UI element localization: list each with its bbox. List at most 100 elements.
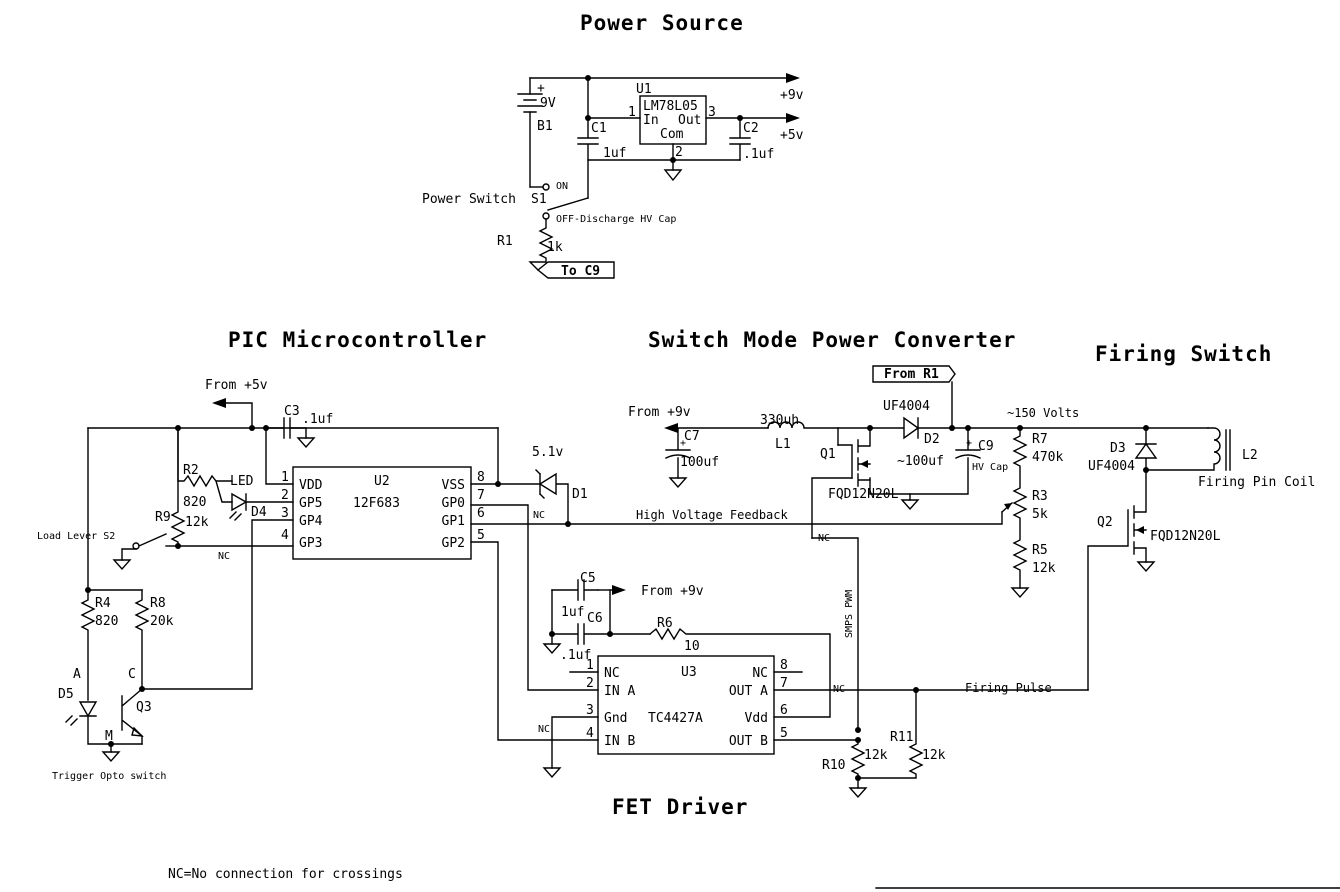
c6-value: .1uf — [560, 648, 591, 663]
u2-pin-6-name: GP1 — [442, 514, 465, 529]
q1-part: FQD12N20L — [828, 487, 899, 502]
fet-from-9v: From +9v — [641, 584, 704, 599]
coil-label: Firing Pin Coil — [1198, 475, 1315, 490]
c1-ref: C1 — [591, 121, 607, 136]
hv-volts: ~150 Volts — [1007, 406, 1079, 420]
r3-ref: R3 — [1032, 489, 1048, 504]
u3-pin-6-name: Vdd — [745, 711, 768, 726]
r10-value: 12k — [864, 748, 888, 763]
smps-from-9v: From +9v — [628, 405, 691, 420]
d2-ref: D2 — [924, 432, 940, 447]
to-c9-tag — [536, 261, 615, 279]
c1-value: 1uf — [603, 146, 626, 161]
c5-value: 1uf — [561, 605, 584, 620]
u2-pin-1-num: 1 — [281, 470, 289, 485]
c7-value: 100uf — [680, 455, 719, 470]
u3-pin-1-num: 1 — [586, 658, 594, 673]
r6-ref: R6 — [657, 616, 673, 631]
d1-ref: D1 — [572, 487, 588, 502]
rail-5v-arrow — [786, 113, 800, 123]
u2-part: 12F683 — [353, 496, 400, 511]
u2-pin-4-name: GP3 — [299, 536, 322, 551]
fet-nc-ingb: NC — [538, 724, 550, 735]
c6-ref: C6 — [587, 611, 603, 626]
u3-pin-2-num: 2 — [586, 676, 594, 691]
fet-nc-outa: NC — [833, 684, 845, 695]
load-lever-label: Load Lever S2 — [37, 531, 115, 542]
r5-ref: R5 — [1032, 543, 1048, 558]
u3-pin-5-name: OUT B — [729, 734, 768, 749]
c9-ref: C9 — [978, 439, 994, 454]
u2-box — [292, 466, 472, 560]
u3-part: TC4427A — [648, 711, 703, 726]
r2-value: 820 — [183, 495, 206, 510]
u2-pin-3-name: GP4 — [299, 514, 323, 529]
u3-box — [597, 655, 775, 755]
u1-out: Out — [678, 113, 701, 128]
d2-part: UF4004 — [883, 399, 930, 414]
r11-ref: R11 — [890, 730, 913, 745]
l1-ref: L1 — [775, 437, 791, 452]
d3-ref: D3 — [1110, 441, 1126, 456]
c2-ref: C2 — [743, 121, 759, 136]
u2-pin-7-num: 7 — [477, 488, 485, 503]
u2-pin-3-num: 3 — [281, 506, 289, 521]
u3-ref: U3 — [681, 665, 697, 680]
r4-value: 820 — [95, 614, 118, 629]
r8-ref: R8 — [150, 596, 166, 611]
opto-c: C — [128, 667, 136, 682]
q1-ref: Q1 — [820, 447, 836, 462]
pic-section: From +5v C3 .1uf U2 12F683 1VDD2GP53GP44… — [37, 378, 1003, 782]
r2-ref: R2 — [183, 463, 199, 478]
firing-section: D3 UF4004 L2 Firing Pin Coil Q2 FQD12N20… — [1019, 425, 1315, 691]
u2-pin-4-num: 4 — [281, 528, 289, 543]
u3-pin-5-num: 5 — [780, 726, 788, 741]
r1-ref: R1 — [497, 234, 513, 249]
r8-value: 20k — [150, 614, 174, 629]
u2-pin-2-name: GP5 — [299, 496, 322, 511]
c3-ref: C3 — [284, 404, 300, 419]
u3-pin-4-name: IN B — [604, 734, 635, 749]
b1-ref: B1 — [537, 119, 553, 134]
b1-value: 9V — [540, 96, 556, 111]
u2-pin-8-name: VSS — [442, 478, 465, 493]
s1-ref: S1 — [531, 192, 547, 207]
r9-ref: R9 — [155, 510, 171, 525]
title-power-source: Power Source — [580, 11, 744, 35]
zener-value: 5.1v — [532, 445, 563, 460]
r11-value: 12k — [922, 748, 946, 763]
r3-value: 5k — [1032, 507, 1048, 522]
r1-value: 1k — [547, 240, 563, 255]
u1-ref: U1 — [636, 82, 652, 97]
d4-ref: D4 — [251, 505, 267, 520]
q2-part: FQD12N20L — [1150, 529, 1221, 544]
c9-note: HV Cap — [972, 462, 1008, 473]
u2-pin-5-name: GP2 — [442, 536, 465, 551]
u2-pin-7-name: GP0 — [442, 496, 465, 511]
u1-pin3: 3 — [708, 105, 716, 120]
u1-com: Com — [660, 127, 684, 142]
u2-pin-5-num: 5 — [477, 528, 485, 543]
pic-nc-gp3: NC — [218, 551, 230, 562]
opto-m: M — [105, 729, 113, 744]
l2-ref: L2 — [1242, 448, 1258, 463]
u3-pin-8-num: 8 — [780, 658, 788, 673]
u3-pin-1-name: NC — [604, 666, 620, 681]
u2-pin-6-num: 6 — [477, 506, 485, 521]
q3-ref: Q3 — [136, 700, 152, 715]
u3-pin-2-name: IN A — [604, 684, 635, 699]
c7-plus: + — [680, 438, 686, 449]
u3-pin-7-num: 7 — [780, 676, 788, 691]
r10-ref: R10 — [822, 758, 845, 773]
d5-ref: D5 — [58, 687, 74, 702]
r5-value: 12k — [1032, 561, 1056, 576]
b1-plus: + — [537, 81, 545, 96]
u3-pin-4-num: 4 — [586, 726, 594, 741]
smps-section: From R1 From +9v + C7 100uf 330uh L1 UF4… — [628, 365, 1079, 731]
from-r1-tag — [872, 365, 956, 383]
u1-pin1: 1 — [628, 105, 636, 120]
rail-9v-label: +9v — [780, 88, 804, 103]
d2-cap-note: ~100uf — [897, 454, 944, 469]
u3-pin-3-name: Gnd — [604, 711, 627, 726]
